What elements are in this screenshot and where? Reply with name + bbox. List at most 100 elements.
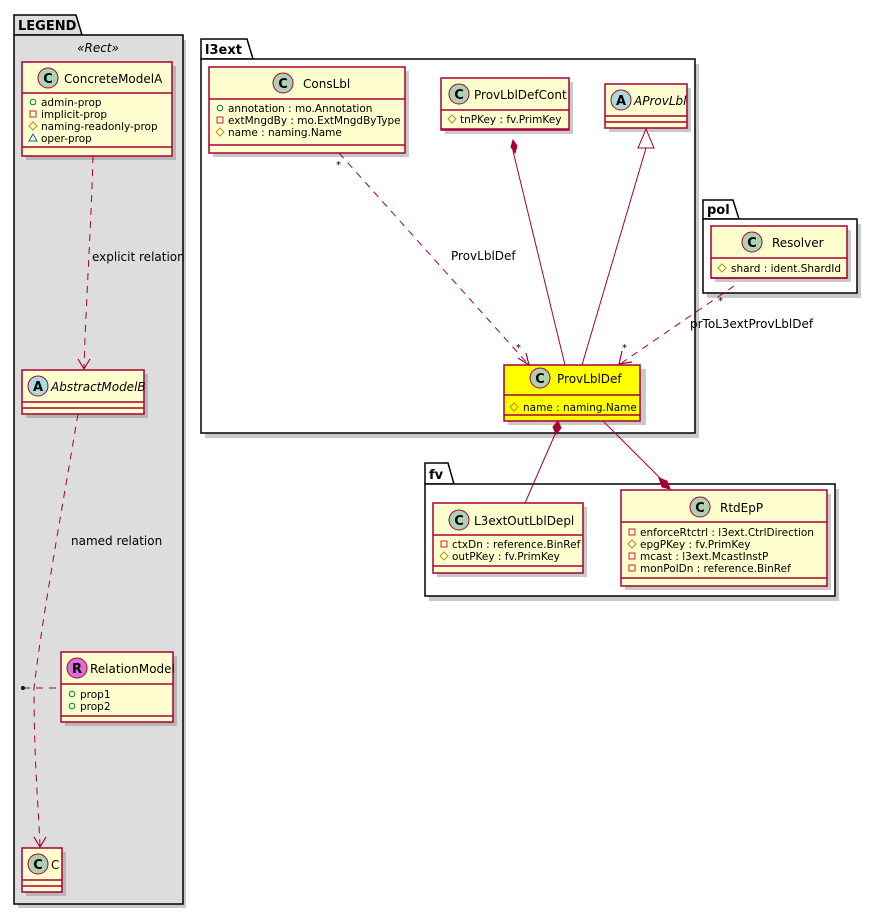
class-name: RelationModel bbox=[90, 662, 175, 676]
class-name: C bbox=[51, 858, 59, 872]
class-c[interactable]: C C bbox=[21, 847, 66, 896]
package-icon bbox=[28, 132, 38, 142]
protected-icon bbox=[28, 121, 38, 131]
class-name: ProvLblDefCont bbox=[474, 88, 567, 102]
abstract-circle-icon bbox=[27, 375, 49, 397]
protected-icon bbox=[627, 539, 637, 549]
protected-icon bbox=[447, 114, 457, 124]
prov-lbl-def-cont-composition-edge bbox=[512, 150, 566, 366]
class-name: AbstractModelB bbox=[50, 380, 146, 394]
legend-title: LEGEND bbox=[18, 19, 77, 34]
l3ext-title: l3ext bbox=[205, 43, 242, 58]
circle-letter: R bbox=[72, 662, 82, 677]
class-prov-lbl-def-cont[interactable]: C ProvLblDefCont tnPKey : fv.PrimKey bbox=[440, 77, 573, 134]
legend-stereotype: «Rect» bbox=[77, 41, 119, 55]
source-multiplicity: * bbox=[336, 160, 341, 171]
inheritance-triangle-icon bbox=[637, 127, 655, 149]
public-icon bbox=[216, 104, 224, 112]
class-circle-icon bbox=[448, 509, 470, 531]
circle-letter: C bbox=[43, 72, 53, 87]
circle-letter: A bbox=[616, 94, 626, 109]
class-cons-lbl[interactable]: C ConsLbl annotation : mo.Annotation ext… bbox=[208, 66, 409, 157]
class-name: ConcreteModelA bbox=[64, 72, 163, 86]
target-multiplicity: * bbox=[622, 343, 627, 354]
private-icon bbox=[628, 528, 636, 536]
class-concrete-model-a[interactable]: C ConcreteModelA admin-prop implicit-pro… bbox=[21, 61, 176, 160]
class-circle-icon bbox=[37, 67, 59, 89]
attr: shard : ident.ShardId bbox=[731, 263, 841, 275]
attr: enforceRtctrl : l3ext.CtrlDirection bbox=[640, 527, 814, 539]
private-icon bbox=[628, 552, 636, 560]
class-circle-icon bbox=[689, 496, 711, 518]
prov-lbl-def-to-rtd-ep-p-edge bbox=[603, 421, 663, 481]
prov-lbl-def-to-l3ext-out-lbl-depl-edge bbox=[524, 431, 557, 504]
resolver-to-prov-lbl-def-edge bbox=[619, 285, 735, 365]
private-icon bbox=[216, 116, 224, 124]
attr: oper-prop bbox=[41, 133, 92, 145]
aprov-lbl-inheritance-edge bbox=[581, 147, 647, 366]
attr: admin-prop bbox=[41, 97, 102, 109]
attr: monPolDn : reference.BinRef bbox=[640, 563, 791, 575]
attr: extMngdBy : mo.ExtMngdByType bbox=[228, 115, 401, 127]
attr: annotation : mo.Annotation bbox=[228, 103, 372, 115]
class-circle-icon bbox=[27, 853, 49, 875]
composition-diamond-icon bbox=[658, 477, 671, 490]
resolver-relation-label: prToL3extProvLblDef bbox=[690, 317, 814, 331]
legend-package: LEGEND «Rect» C ConcreteModelA admin-pro… bbox=[13, 14, 186, 908]
class-rtd-ep-p[interactable]: C RtdEpP enforceRtctrl : l3ext.CtrlDirec… bbox=[620, 489, 831, 590]
arrow-head-icon bbox=[517, 352, 530, 367]
relation-circle-icon bbox=[66, 657, 88, 679]
public-icon bbox=[68, 690, 76, 698]
public-icon bbox=[29, 98, 37, 106]
attr: naming-readonly-prop bbox=[41, 121, 158, 133]
attr: mcast : l3ext.McastInstP bbox=[640, 551, 768, 563]
protected-icon bbox=[215, 127, 225, 137]
class-circle-icon bbox=[529, 367, 551, 389]
public-icon bbox=[68, 702, 76, 710]
attr: tnPKey : fv.PrimKey bbox=[460, 114, 561, 126]
class-aprov-lbl[interactable]: A AProvLbl bbox=[604, 83, 691, 132]
circle-letter: C bbox=[535, 372, 545, 387]
explicit-relation-label: explicit relation bbox=[92, 250, 185, 264]
class-name: RtdEpP bbox=[720, 501, 763, 515]
class-l3ext-out-lbl-depl[interactable]: C L3extOutLblDepl ctxDn : reference.BinR… bbox=[432, 502, 587, 577]
cons-lbl-relation-label: ProvLblDef bbox=[451, 249, 516, 263]
named-relation-label: named relation bbox=[71, 534, 162, 548]
class-resolver[interactable]: C Resolver shard : ident.ShardId bbox=[710, 225, 851, 282]
abstract-circle-icon bbox=[610, 89, 632, 111]
fv-title: fv bbox=[429, 468, 444, 483]
protected-icon bbox=[439, 551, 449, 561]
circle-letter: C bbox=[747, 236, 757, 251]
target-multiplicity: * bbox=[516, 343, 521, 354]
attr: name : naming.Name bbox=[523, 402, 637, 414]
class-prov-lbl-def[interactable]: C ProvLblDef name : naming.Name bbox=[503, 364, 646, 425]
class-relation-model[interactable]: R RelationModel prop1 prop2 bbox=[60, 651, 177, 726]
circle-letter: C bbox=[33, 858, 43, 873]
private-icon bbox=[628, 564, 636, 572]
class-name: L3extOutLblDepl bbox=[474, 514, 574, 528]
named-relation-edge bbox=[33, 413, 79, 847]
circle-letter: C bbox=[278, 77, 288, 92]
protected-icon bbox=[509, 402, 519, 412]
source-multiplicity: * bbox=[718, 296, 723, 307]
class-name: Resolver bbox=[772, 236, 824, 250]
circle-letter: C bbox=[454, 514, 464, 529]
class-name: ConsLbl bbox=[303, 77, 350, 91]
private-icon bbox=[29, 110, 37, 118]
private-icon bbox=[440, 540, 448, 548]
class-name: ProvLblDef bbox=[557, 372, 622, 386]
class-abstract-model-b[interactable]: A AbstractModelB bbox=[21, 369, 148, 418]
attr: epgPKey : fv.PrimKey bbox=[640, 539, 750, 551]
attr: prop2 bbox=[80, 701, 111, 713]
attr: ctxDn : reference.BinRef bbox=[452, 539, 581, 551]
protected-icon bbox=[717, 263, 727, 273]
package-pol: pol C Resolver shard : ident.ShardId bbox=[702, 199, 861, 298]
package-l3ext: l3ext C ConsLbl annotation : mo.Annotati… bbox=[200, 38, 699, 438]
attr: prop1 bbox=[80, 689, 111, 701]
class-circle-icon bbox=[741, 231, 763, 253]
composition-diamond-icon bbox=[510, 138, 518, 155]
composition-diamond-icon bbox=[552, 420, 562, 435]
pol-title: pol bbox=[707, 203, 730, 218]
class-circle-icon bbox=[448, 83, 470, 105]
